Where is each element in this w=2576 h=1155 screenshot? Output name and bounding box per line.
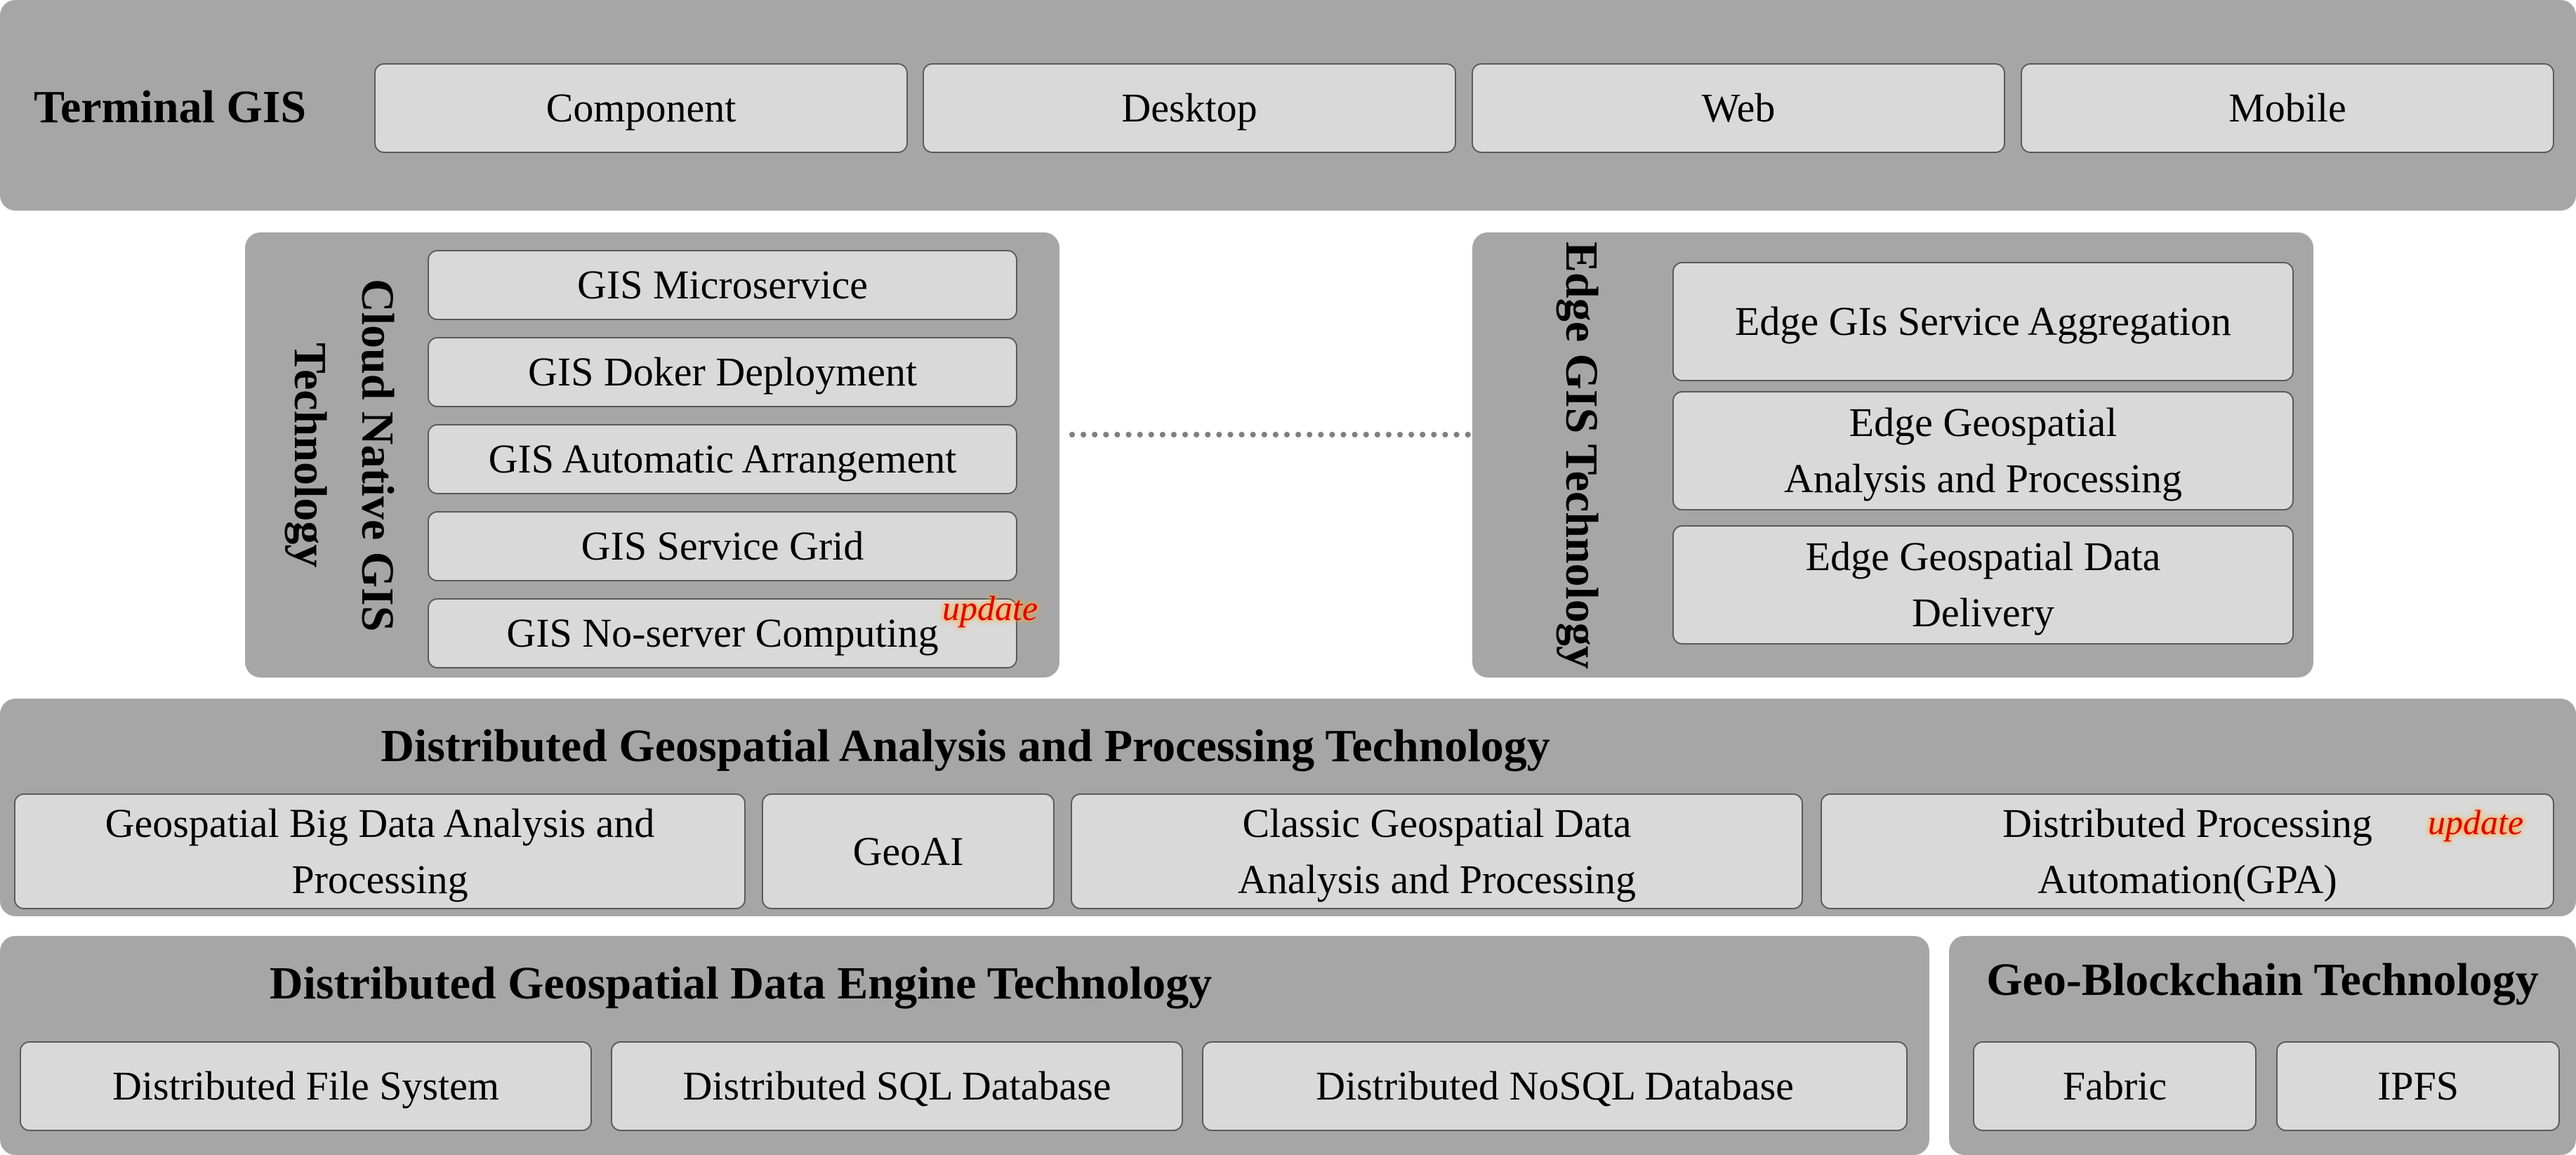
geo-blockchain-title: Geo-Blockchain Technology [1986, 954, 2539, 1005]
distributed-analysis-update-tag: update [2428, 803, 2524, 842]
distributed-analysis-title: Distributed Geospatial Analysis and Proc… [381, 720, 1550, 772]
edge-gis-title: Edge GIS Technology [1556, 241, 1607, 669]
edge-service-aggregation-box: Edge GIs Service Aggregation [1672, 262, 2294, 381]
terminal-mobile-box: Mobile [2021, 63, 2554, 153]
distributed-nosql-database-box: Distributed NoSQL Database [1202, 1041, 1908, 1131]
data-engine-title: Distributed Geospatial Data Engine Techn… [269, 958, 1213, 1009]
terminal-gis-title: Terminal GIS [34, 81, 307, 133]
terminal-gis-panel: Terminal GIS Component Desktop Web Mobil… [0, 0, 2576, 211]
terminal-web-box: Web [1472, 63, 2005, 153]
terminal-component-box: Component [374, 63, 908, 153]
cloud-native-update-tag: update [942, 588, 1038, 628]
terminal-desktop-box: Desktop [923, 63, 1456, 153]
geoai-box: GeoAI [762, 793, 1055, 909]
geo-blockchain-panel: Geo-Blockchain Technology Fabric IPFS [1949, 936, 2576, 1155]
data-engine-panel: Distributed Geospatial Data Engine Techn… [0, 936, 1929, 1155]
cloud-native-panel: Cloud Native GIS Technology GIS Microser… [245, 232, 1059, 678]
cloud-native-title: Cloud Native GIS Technology [284, 278, 403, 632]
gis-automatic-arrangement-box: GIS Automatic Arrangement [428, 424, 1017, 494]
gis-service-grid-box: GIS Service Grid [428, 511, 1017, 581]
distributed-analysis-panel: Distributed Geospatial Analysis and Proc… [0, 699, 2576, 916]
gis-no-server-computing-box: GIS No-server Computing [428, 598, 1017, 668]
gis-docker-deployment-box: GIS Doker Deployment [428, 337, 1017, 407]
gis-microservice-box: GIS Microservice [428, 250, 1017, 320]
fabric-box: Fabric [1973, 1041, 2257, 1131]
distributed-sql-database-box: Distributed SQL Database [611, 1041, 1183, 1131]
edge-gis-panel: Edge GIS Technology Edge GIs Service Agg… [1472, 232, 2313, 678]
cloud-edge-connector [1069, 432, 1471, 437]
edge-analysis-processing-box: Edge Geospatial Analysis and Processing [1672, 391, 2294, 510]
processing-automation-box: Distributed Processing Automation(GPA) [1821, 793, 2554, 909]
big-data-analysis-box: Geospatial Big Data Analysis and Process… [14, 793, 746, 909]
classic-analysis-box: Classic Geospatial Data Analysis and Pro… [1071, 793, 1803, 909]
ipfs-box: IPFS [2276, 1041, 2560, 1131]
distributed-file-system-box: Distributed File System [20, 1041, 592, 1131]
edge-data-delivery-box: Edge Geospatial Data Delivery [1672, 525, 2294, 645]
